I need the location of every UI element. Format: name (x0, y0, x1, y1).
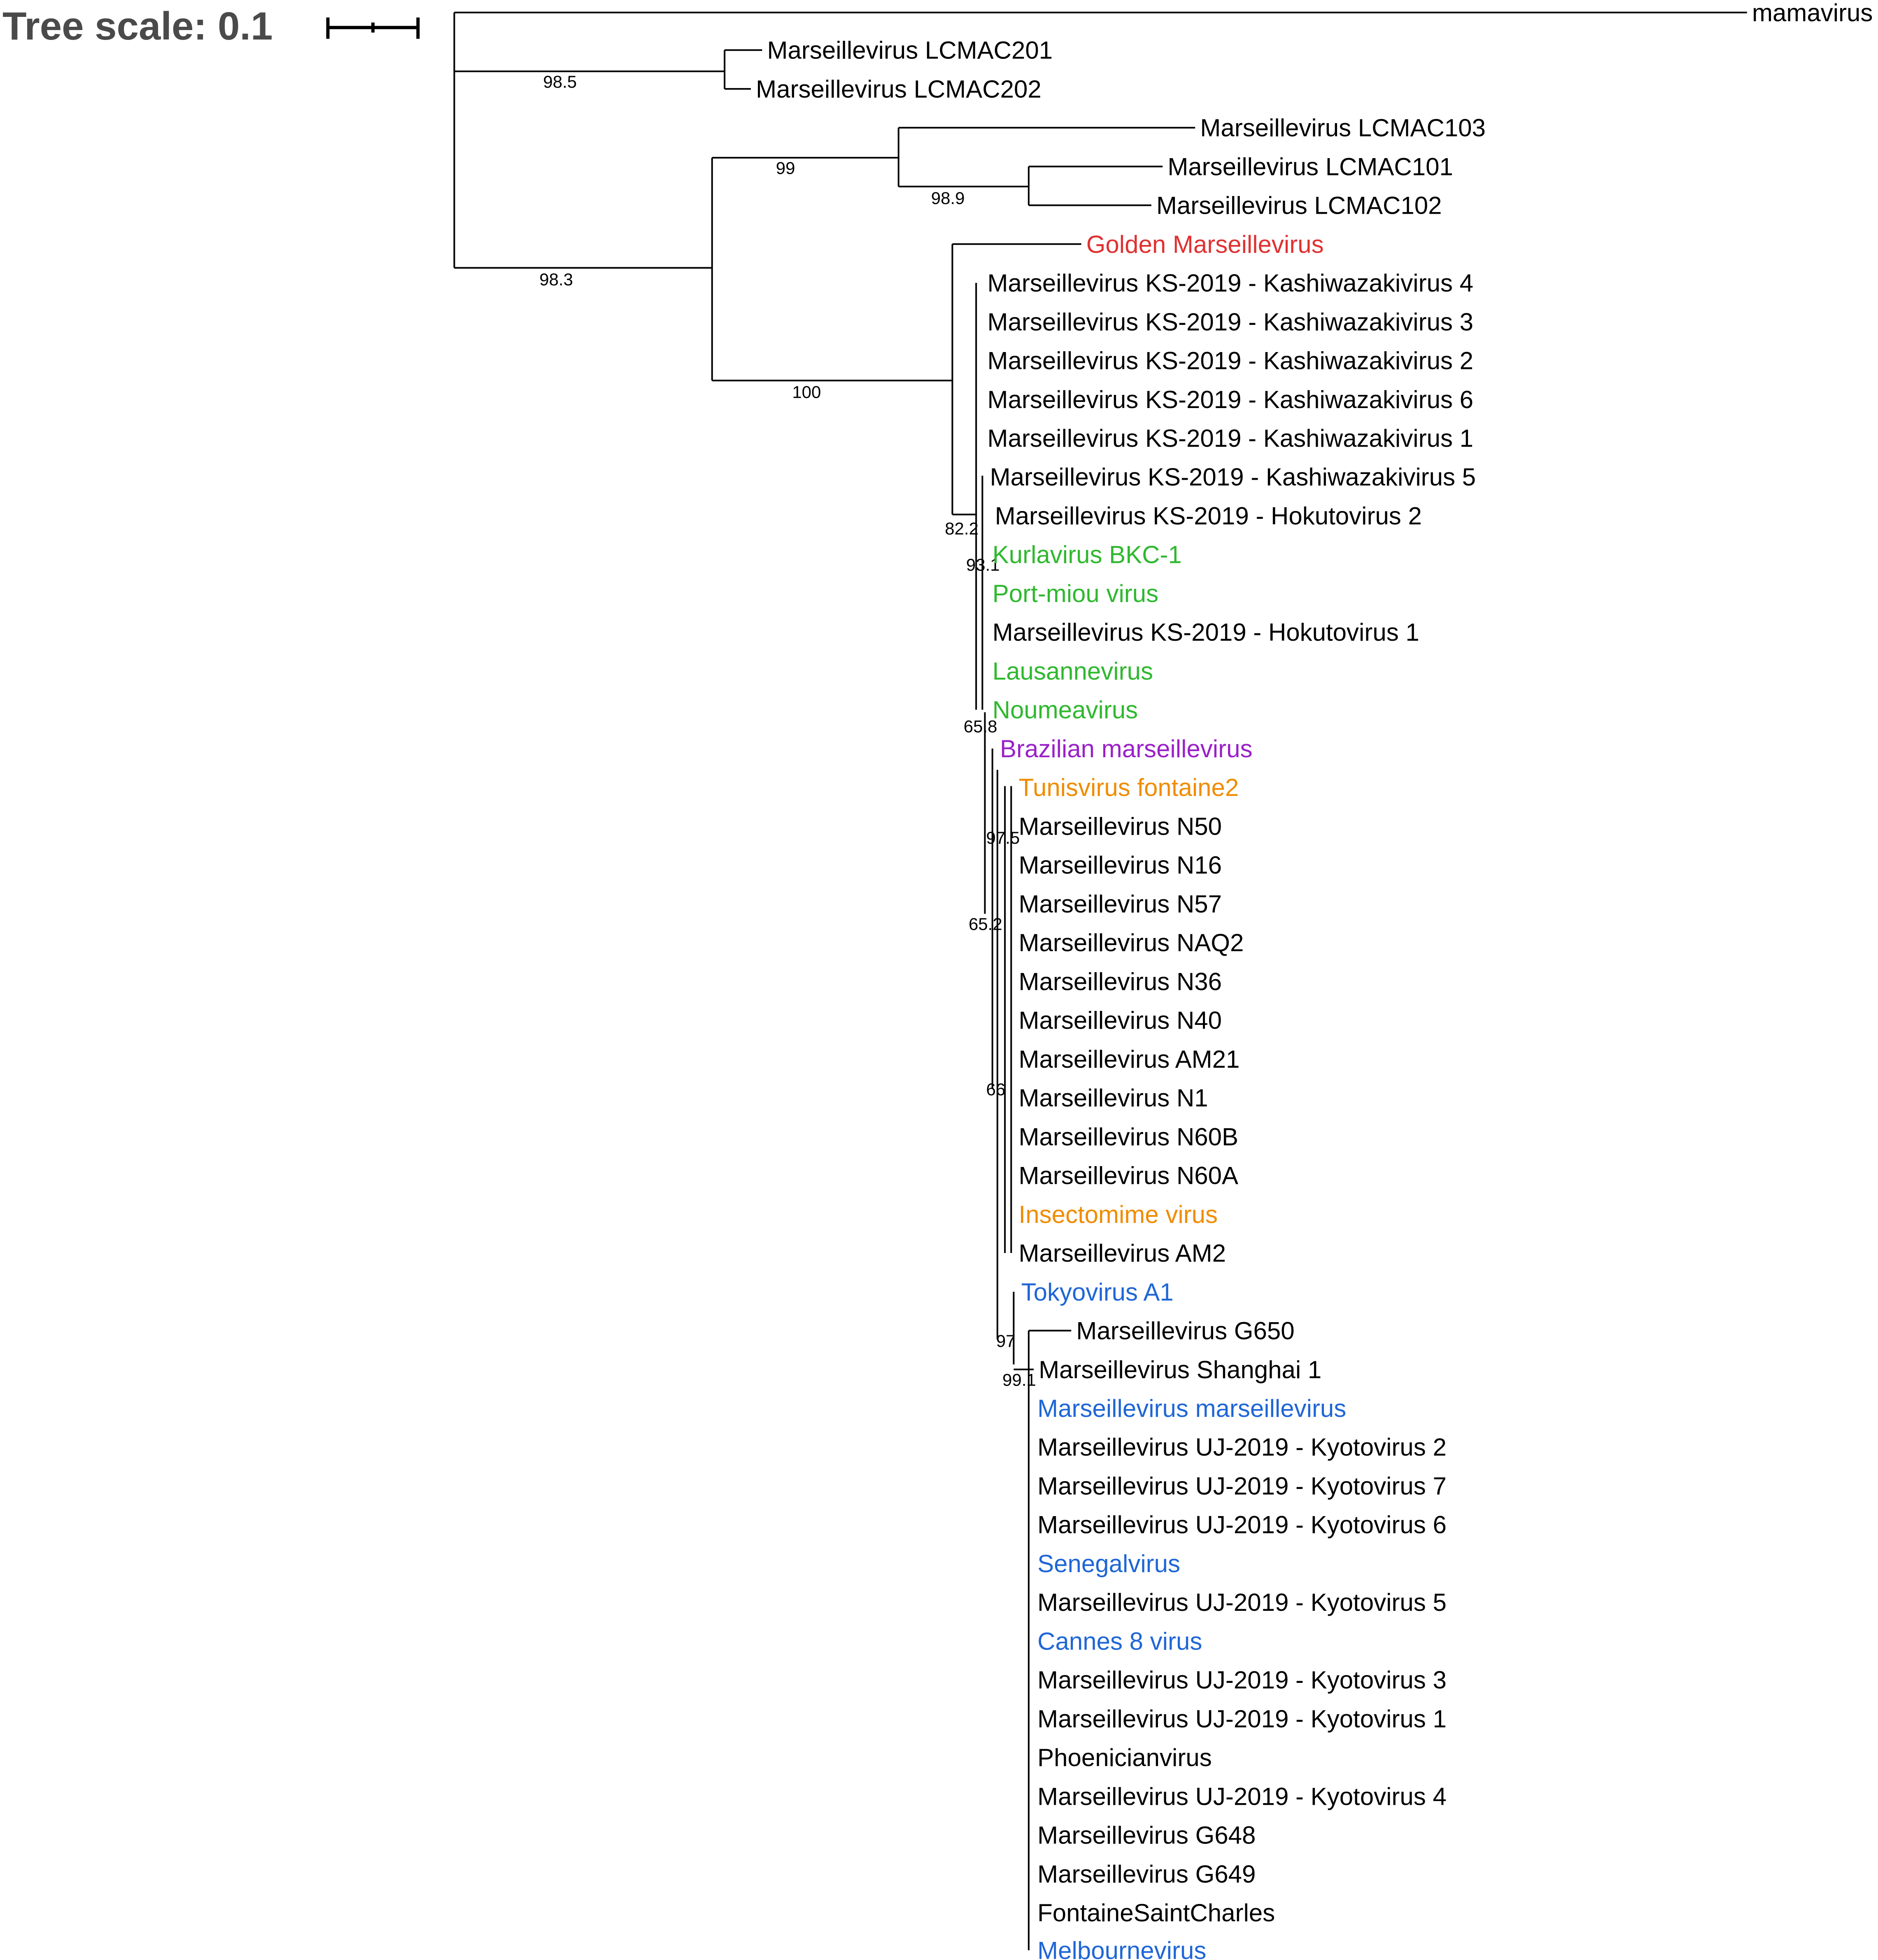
leaf-label: Marseillevirus G650 (1076, 1317, 1294, 1345)
leaf-label: Brazilian marseillevirus (1000, 735, 1253, 763)
leaf-label: Marseillevirus UJ-2019 - Kyotovirus 7 (1037, 1472, 1447, 1500)
leaf-label: Marseillevirus UJ-2019 - Kyotovirus 3 (1037, 1666, 1447, 1694)
tree-scale-bar (326, 17, 420, 39)
leaf-label: Golden Marseillevirus (1086, 231, 1324, 258)
leaf-label: mamavirus (1752, 0, 1873, 26)
leaf-label: Marseillevirus LCMAC202 (756, 75, 1042, 103)
tree-branches (453, 12, 1747, 1951)
leaf-label: Marseillevirus UJ-2019 - Kyotovirus 4 (1037, 1783, 1447, 1810)
support-value: 99 (776, 159, 795, 178)
leaf-label: Marseillevirus Shanghai 1 (1039, 1356, 1321, 1384)
leaf-label: Marseillevirus UJ-2019 - Kyotovirus 6 (1037, 1511, 1447, 1539)
leaf-label: Marseillevirus KS-2019 - Kashiwazakiviru… (988, 308, 1473, 336)
leaf-label: Marseillevirus LCMAC201 (767, 37, 1053, 64)
support-value: 65.2 (969, 915, 1002, 934)
leaf-label: Marseillevirus AM2 (1019, 1239, 1226, 1267)
leaf-label: Melbournevirus (1037, 1937, 1206, 1960)
support-value: 99.1 (1002, 1370, 1036, 1389)
leaf-label: Marseillevirus KS-2019 - Kashiwazakiviru… (988, 386, 1473, 413)
support-value: 98.3 (539, 270, 573, 289)
leaf-label: Marseillevirus AM21 (1019, 1045, 1240, 1073)
leaf-label: Marseillevirus UJ-2019 - Kyotovirus 2 (1037, 1433, 1447, 1461)
leaf-label: Senegalvirus (1037, 1550, 1180, 1577)
leaf-label: Kurlavirus BKC-1 (993, 541, 1182, 569)
leaf-label: Cannes 8 virus (1037, 1627, 1202, 1655)
support-value: 66 (986, 1080, 1006, 1099)
leaf-label: Marseillevirus N57 (1019, 890, 1222, 918)
leaf-label: Marseillevirus marseillevirus (1037, 1395, 1346, 1422)
leaf-label: Port-miou virus (993, 580, 1158, 607)
support-value: 98.5 (543, 72, 577, 91)
leaf-label: Insectomime virus (1019, 1201, 1218, 1228)
leaf-label: Marseillevirus KS-2019 - Kashiwazakiviru… (988, 425, 1473, 452)
leaf-label: Marseillevirus G649 (1037, 1860, 1256, 1888)
leaf-label: Marseillevirus KS-2019 - Kashiwazakiviru… (988, 347, 1473, 375)
support-value: 65.8 (964, 716, 997, 736)
leaf-label: Marseillevirus LCMAC103 (1200, 114, 1486, 142)
leaf-label: Marseillevirus N40 (1019, 1007, 1222, 1034)
leaf-label: FontaineSaintCharles (1037, 1899, 1275, 1927)
leaf-label: Marseillevirus N60B (1019, 1123, 1239, 1150)
leaf-label: Marseillevirus G648 (1037, 1822, 1256, 1849)
leaf-label: Phoenicianvirus (1037, 1744, 1212, 1771)
support-value: 100 (792, 383, 821, 402)
support-value: 93.1 (966, 555, 1000, 574)
support-value: 97.5 (986, 828, 1020, 847)
leaf-label: Marseillevirus N50 (1019, 812, 1222, 840)
leaf-label: Marseillevirus KS-2019 - Hokutovirus 1 (993, 618, 1419, 646)
leaf-label: Marseillevirus UJ-2019 - Kyotovirus 5 (1037, 1589, 1447, 1616)
leaf-label: Marseillevirus N1 (1019, 1084, 1208, 1112)
leaf-label: Marseillevirus N60A (1019, 1162, 1239, 1190)
tree-scale: Tree scale: 0.1 (2, 4, 420, 48)
leaf-label: Marseillevirus LCMAC102 (1156, 192, 1442, 219)
leaf-label: Marseillevirus UJ-2019 - Kyotovirus 1 (1037, 1705, 1447, 1733)
leaf-label: Tokyovirus A1 (1021, 1278, 1174, 1306)
leaf-label: Marseillevirus N16 (1019, 852, 1222, 879)
leaf-label: Marseillevirus KS-2019 - Hokutovirus 2 (995, 502, 1422, 530)
tree-scale-title: Tree scale: 0.1 (2, 4, 273, 48)
leaf-label: Tunisvirus fontaine2 (1019, 774, 1239, 801)
leaf-label: Marseillevirus KS-2019 - Kashiwazakiviru… (988, 269, 1473, 297)
leaf-label: Marseillevirus N36 (1019, 968, 1222, 995)
leaf-label: Marseillevirus LCMAC101 (1167, 153, 1453, 180)
leaf-label: Marseillevirus KS-2019 - Kashiwazakiviru… (990, 463, 1476, 491)
leaf-label: Noumeavirus (993, 696, 1138, 724)
leaf-label: Lausannevirus (993, 657, 1153, 685)
support-value: 82.2 (945, 519, 979, 538)
support-value: 97 (996, 1331, 1016, 1351)
support-value: 98.9 (931, 189, 965, 208)
leaf-label: Marseillevirus NAQ2 (1019, 929, 1244, 957)
support-values: 98.5 99 98.9 98.3 100 82.2 93.1 65.8 97.5 65.2 66 9… (539, 72, 1036, 1389)
